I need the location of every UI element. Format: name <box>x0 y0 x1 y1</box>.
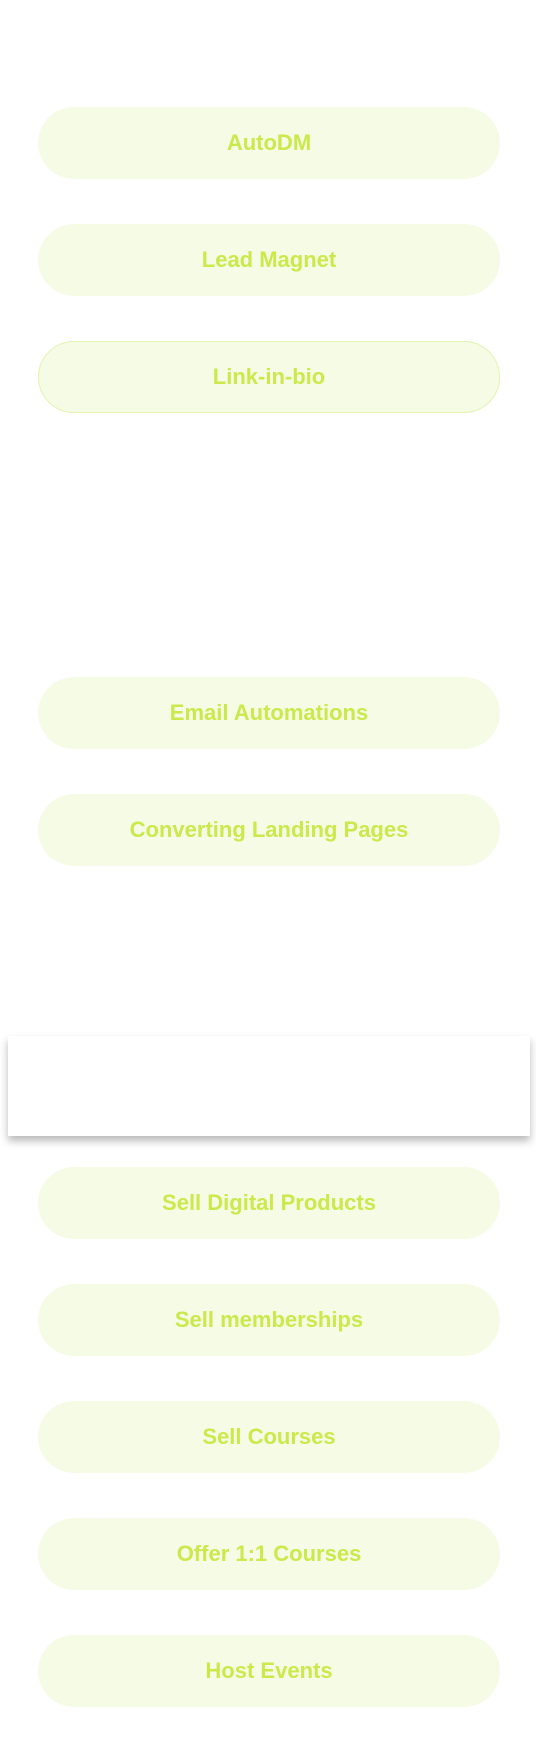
feature-button-sell-courses[interactable]: Sell Courses <box>38 1401 500 1473</box>
feature-button-label: Lead Magnet <box>201 247 337 272</box>
feature-button-lead-magnet[interactable]: Lead Magnet <box>38 224 500 296</box>
feature-button-offer-courses[interactable]: Offer 1:1 Courses <box>38 1518 500 1590</box>
feature-button-label: Email Automations <box>169 700 369 725</box>
feature-button-label: AutoDM <box>226 130 312 155</box>
feature-button-email-automations[interactable]: Email Automations <box>38 677 500 749</box>
feature-button-sell-memberships[interactable]: Sell memberships <box>38 1284 500 1356</box>
feature-button-host-events[interactable]: Host Events <box>38 1635 500 1707</box>
feature-button-sell-digital-products[interactable]: Sell Digital Products <box>38 1167 500 1239</box>
feature-button-label: Sell Courses <box>202 1424 336 1449</box>
feature-button-label: Sell Digital Products <box>162 1190 376 1215</box>
feature-button-link-in-bio[interactable]: Link-in-bio <box>38 341 500 413</box>
feature-button-autodm[interactable]: AutoDM <box>38 107 500 179</box>
feature-button-label: Sell memberships <box>174 1307 364 1332</box>
feature-button-label: Offer 1:1 Courses <box>176 1541 362 1566</box>
floating-card <box>8 1036 530 1136</box>
feature-button-label: Link-in-bio <box>212 364 326 389</box>
feature-button-label: Host Events <box>205 1658 333 1683</box>
feature-button-converting-landing-pages[interactable]: Converting Landing Pages <box>38 794 500 866</box>
feature-button-label: Converting Landing Pages <box>129 817 409 842</box>
